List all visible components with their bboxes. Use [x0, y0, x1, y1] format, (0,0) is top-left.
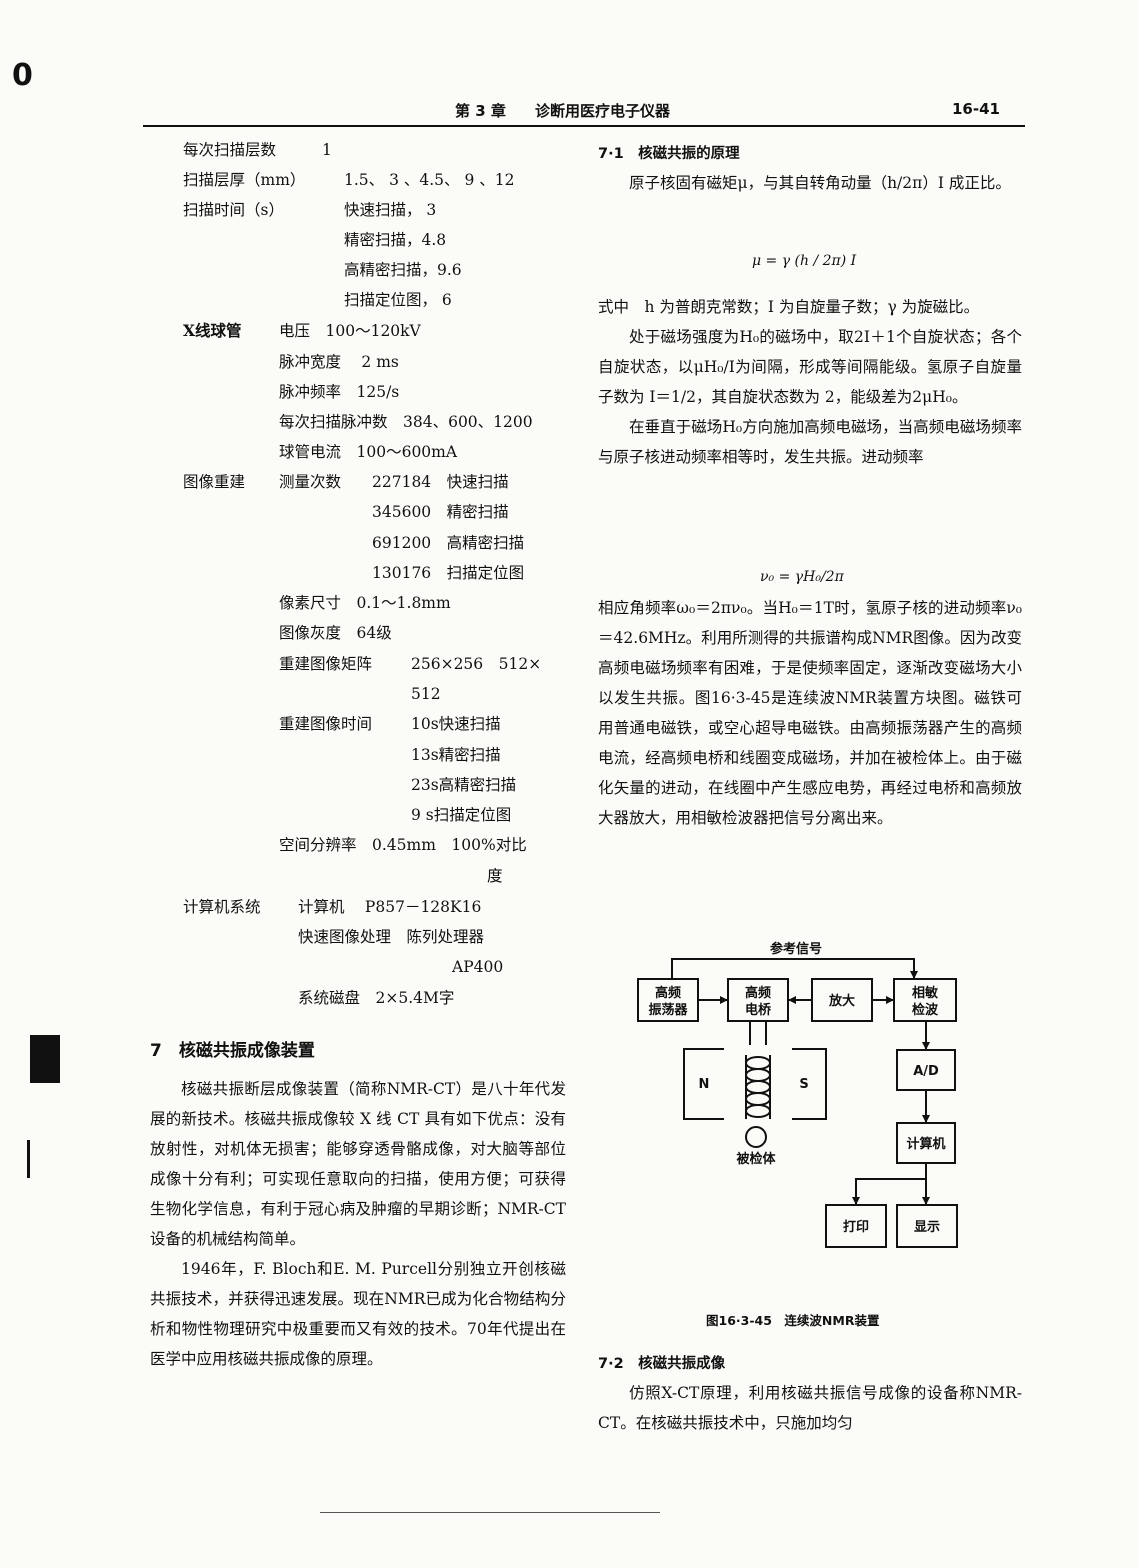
spec-slices-label: 每次扫描层数	[183, 141, 277, 159]
bridge-label: 电桥	[745, 1002, 772, 1018]
oscillator-label: 振荡器	[648, 1002, 688, 1018]
computer-to-printer	[855, 1163, 927, 1205]
spec-slices-value: 1	[322, 141, 332, 159]
spec-disk-value: 系统磁盘 2×5.4M字	[298, 989, 455, 1007]
spec-xray-label: X线球管	[183, 321, 242, 340]
header-rule	[143, 125, 1025, 127]
spec-thickness-value: 1.5、 3 、4.5、 9 、12	[344, 171, 515, 189]
chapter-label: 第 3 章	[455, 102, 506, 120]
spec-ap-value: AP400	[452, 958, 504, 976]
display-label: 显示	[914, 1220, 940, 1235]
precession-formula: ν₀ = γH₀/2π	[760, 569, 844, 585]
arrow-head	[922, 1197, 930, 1205]
arrow-head	[910, 971, 918, 979]
psd-label: 检波	[912, 1002, 939, 1018]
subsection-heading: 7·2 核磁共振成像	[598, 1356, 726, 1372]
arrow-head	[788, 996, 796, 1004]
spec-recon-time-row: 10s快速扫描	[411, 715, 501, 733]
spec-xray-row: 电压 100～120kV	[279, 322, 421, 340]
coil	[745, 1056, 771, 1070]
spec-matrix-label: 重建图像矩阵	[279, 655, 373, 673]
paragraph: 相应角频率ω₀＝2πν₀。当H₀＝1T时，氢原子核的进动频率ν₀＝42.6MHz…	[598, 599, 1022, 827]
spec-time-row: 精密扫描，4.8	[344, 231, 447, 249]
spec-recon-time-row: 13s精密扫描	[411, 746, 501, 764]
spec-xray-row: 脉冲频率 125/s	[279, 383, 400, 401]
subsection-body: 仿照X-CT原理，利用核磁共振信号成像的设备称NMR-CT。在核磁共振技术中，只…	[598, 1378, 1022, 1438]
magnet-s-label: S	[799, 1077, 808, 1092]
page-number: 16-41	[952, 100, 1000, 118]
spec-measure-label: 测量次数	[279, 473, 342, 491]
section-heading: 7 核磁共振成像装置	[150, 1041, 315, 1061]
spec-recon-time-row: 9 s扫描定位图	[411, 806, 512, 824]
spec-recon-time-label: 重建图像时间	[279, 715, 373, 733]
arrow-head	[886, 996, 894, 1004]
margin-glyph: 0	[12, 58, 33, 93]
amplifier-label: 放大	[828, 993, 855, 1009]
arrow-head	[922, 1115, 930, 1123]
chapter-title: 诊断用医疗电子仪器	[535, 102, 671, 120]
coil	[745, 1092, 771, 1106]
spec-computer-value: 计算机 P857－128K16	[298, 898, 482, 916]
spec-measure-row: 691200 高精密扫描	[372, 534, 525, 552]
paragraph: 仿照X-CT原理，利用核磁共振信号成像的设备称NMR-CT。在核磁共振技术中，只…	[598, 1384, 1022, 1432]
spec-matrix-value: 256×256 512×	[411, 655, 542, 673]
edge-line-mark	[27, 1140, 30, 1178]
spec-matrix-cont: 512	[411, 685, 441, 703]
spec-fastimg-value: 快速图像处理 陈列处理器	[298, 928, 485, 946]
magnet-n	[683, 1048, 724, 1120]
paragraph: 原子核固有磁矩μ，与其自转角动量（h/2π）I 成正比。	[629, 174, 1011, 192]
spec-measure-row: 227184 快速扫描	[372, 473, 509, 491]
subsection-heading: 7·1 核磁共振的原理	[598, 146, 740, 162]
subsection-body: 式中 h 为普朗克常数；I 为自旋量子数；γ 为旋磁比。 处于磁场强度为H₀的磁…	[598, 292, 1022, 472]
paragraph: 在垂直于磁场H₀方向施加高频电磁场，当高频电磁场频率与原子核进动频率相等时，发生…	[598, 418, 1022, 466]
spec-time-row: 快速扫描， 3	[344, 201, 437, 219]
figure-caption: 图16·3-45 连续波NMR装置	[706, 1313, 880, 1328]
spec-time-label: 扫描时间（s）	[183, 201, 284, 219]
coil	[745, 1068, 771, 1082]
nmr-block-diagram: 参考信号 高频 振荡器 高频 电桥 放大 相敏 检波 A/D 计算机 打印 显示…	[637, 941, 958, 1248]
spec-measure-row: 345600 精密扫描	[372, 503, 509, 521]
coil	[745, 1104, 771, 1118]
magnetic-moment-formula: μ = γ (h / 2π) I	[752, 253, 857, 269]
subject-circle	[745, 1126, 767, 1148]
spec-xray-row: 每次扫描脉冲数 384、600、1200	[279, 413, 533, 431]
spec-xray-row: 脉冲宽度 2 ms	[279, 353, 399, 371]
printer-label: 打印	[843, 1219, 869, 1235]
coil	[745, 1080, 771, 1094]
spec-pixel-size: 像素尺寸 0.1～1.8mm	[279, 594, 451, 612]
spec-measure-row: 130176 扫描定位图	[372, 564, 525, 582]
arrow-head	[852, 1197, 860, 1205]
reference-signal-line	[671, 958, 915, 979]
paragraph: 核磁共振断层成像装置（简称NMR-CT）是八十年代发展的新技术。核磁共振成像较 …	[150, 1080, 566, 1248]
subject-label: 被检体	[735, 1151, 776, 1167]
paragraph: 处于磁场强度为H₀的磁场中，取2I＋1个自旋状态；各个自旋状态，以μH₀/I为间…	[598, 328, 1022, 406]
magnet-s	[792, 1048, 827, 1120]
oscillator-label: 高频	[655, 985, 681, 1001]
psd-label: 相敏	[912, 985, 939, 1001]
bridge-label: 高频	[745, 985, 771, 1001]
computer-label: 计算机	[906, 1136, 945, 1152]
spec-recon-label: 图像重建	[183, 473, 246, 491]
edge-tab-mark	[30, 1035, 60, 1083]
paragraph: 1946年，F. Bloch和E. M. Purcell分别独立开创核磁共振技术…	[150, 1260, 566, 1368]
spec-gray: 图像灰度 64级	[279, 624, 392, 642]
ad-label: A/D	[913, 1064, 939, 1079]
spec-xray-row: 球管电流 100～600mA	[279, 443, 458, 461]
magnet-n-label: N	[699, 1077, 710, 1092]
arrow-head	[720, 996, 728, 1004]
spec-recon-time-row: 23s高精密扫描	[411, 776, 517, 794]
spec-thickness-label: 扫描层厚（mm）	[183, 171, 306, 189]
subsection-body: 相应角频率ω₀＝2πν₀。当H₀＝1T时，氢原子核的进动频率ν₀＝42.6MHz…	[598, 593, 1022, 833]
paragraph: 式中 h 为普朗克常数；I 为自旋量子数；γ 为旋磁比。	[598, 298, 980, 316]
footer-rule	[320, 1512, 660, 1513]
spec-resolution-cont: 度	[487, 867, 503, 885]
spec-resolution: 空间分辨率 0.45mm 100%对比	[279, 836, 527, 854]
spec-computer-label: 计算机系统	[183, 898, 261, 916]
reference-signal-label: 参考信号	[770, 941, 822, 957]
spec-time-row: 扫描定位图， 6	[344, 291, 452, 309]
subsection-body: 原子核固有磁矩μ，与其自转角动量（h/2π）I 成正比。	[598, 168, 1022, 198]
arrow-head	[922, 1042, 930, 1050]
section-body: 核磁共振断层成像装置（简称NMR-CT）是八十年代发展的新技术。核磁共振成像较 …	[150, 1074, 566, 1374]
spec-time-row: 高精密扫描，9.6	[344, 261, 462, 279]
